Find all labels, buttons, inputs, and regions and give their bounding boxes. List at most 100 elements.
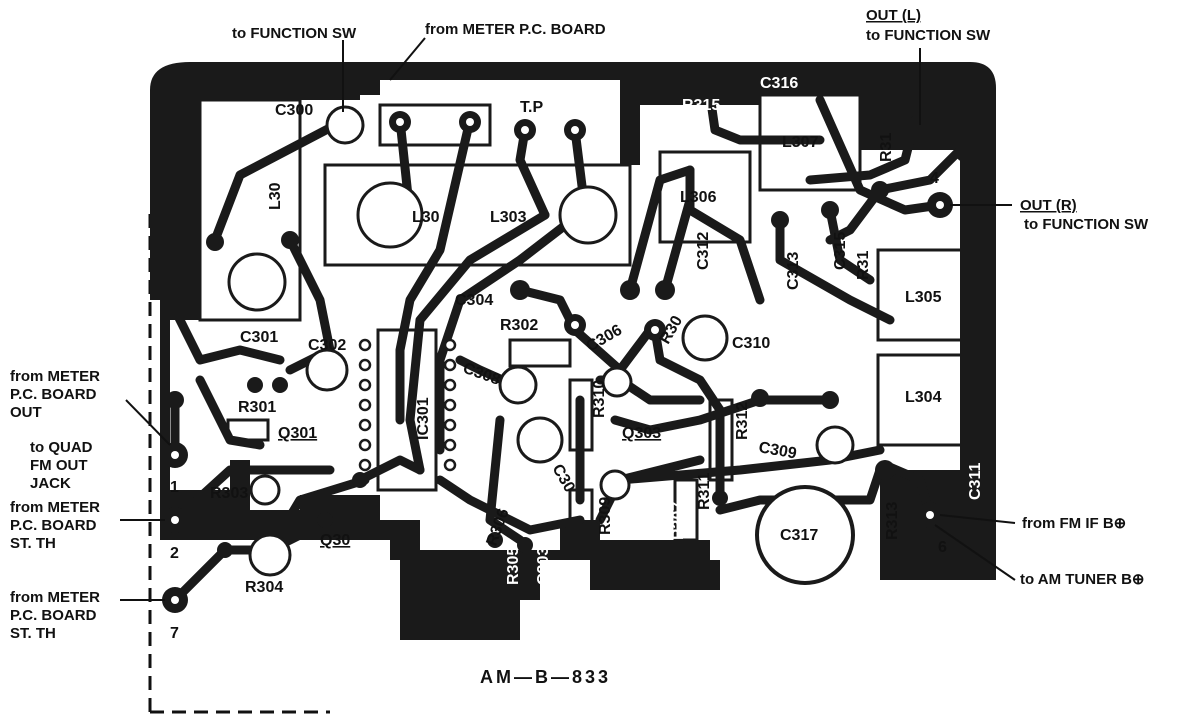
callout-st-th-7-2: P.C. BOARD (10, 607, 97, 624)
label-r313: R313 (884, 502, 901, 540)
label-c309: C309 (757, 439, 798, 462)
leader-lines (120, 37, 1016, 601)
c309 (815, 425, 855, 465)
r309-body (568, 488, 594, 557)
label-c315: C315 (832, 232, 849, 270)
label-c303: C303 (535, 547, 552, 585)
l30-left-can (198, 98, 302, 322)
c30x (516, 416, 564, 464)
label-tp: T.P (520, 99, 543, 116)
l30-core-b (356, 181, 424, 249)
r302-body (508, 338, 572, 368)
label-r310: R310 (591, 380, 608, 418)
pin-7-label: 7 (170, 625, 179, 642)
label-l307: L307 (782, 134, 819, 151)
callout-out-l-1: OUT (L) (866, 7, 921, 24)
pin-1-label: 1 (170, 479, 179, 496)
label-c311: C311 (967, 463, 984, 500)
callout-st-th-7-1: from METER (10, 589, 100, 606)
l305-can (876, 248, 970, 342)
label-c313: C313 (785, 252, 802, 290)
callout-st-th-2-3: ST. TH (10, 535, 56, 552)
ic301-pins (358, 338, 457, 472)
callout-am-tuner: to AM TUNER B⊕ (1020, 571, 1145, 588)
l304-can (876, 353, 970, 447)
top-connector (378, 103, 492, 147)
callout-meter-out-2: P.C. BOARD (10, 386, 97, 403)
component-outlines (198, 93, 970, 557)
label-r311: R311 (696, 473, 713, 510)
label-r31: R31 (878, 133, 895, 162)
label-l306: L306 (680, 189, 717, 206)
callout-quad-3: JACK (30, 475, 71, 492)
label-c301: C301 (240, 329, 278, 346)
label-r301: R301 (238, 399, 276, 416)
pin-numbers: 1 2 7 4 6 (170, 170, 947, 642)
r311-body (673, 478, 699, 542)
callout-meter-out-3: OUT (10, 404, 42, 421)
callout-fm-if: from FM IF B⊕ (1022, 515, 1126, 532)
label-q303: Q303 (622, 425, 661, 442)
label-r31b: R31 (855, 251, 872, 280)
pin-holes (171, 118, 944, 604)
callout-out-r-1: OUT (R) (1020, 197, 1077, 214)
label-c312: C312 (695, 232, 712, 270)
r310-body (568, 378, 594, 452)
pin-2-label: 2 (170, 545, 179, 562)
c300 (325, 105, 365, 145)
label-l30-mid: L30 (412, 209, 440, 226)
label-l305: L305 (905, 289, 942, 306)
label-c302: C302 (308, 337, 346, 354)
label-q301: Q301 (278, 425, 317, 442)
r312-body (708, 398, 734, 482)
callout-st-th-7-3: ST. TH (10, 625, 56, 642)
r303 (249, 474, 281, 506)
label-c304: C304 (455, 292, 493, 309)
label-c300: C300 (275, 102, 313, 119)
callout-to-function-sw-top: to FUNCTION SW (232, 25, 357, 42)
label-c310: C310 (732, 335, 770, 352)
l303-core (558, 185, 618, 245)
pin-4-label: 4 (930, 170, 939, 187)
l306-can (658, 150, 752, 244)
l30-l303-transformer (323, 163, 632, 267)
label-r307: R307 (670, 502, 687, 540)
label-r312: R312 (734, 402, 751, 440)
callout-st-th-2-1: from METER (10, 499, 100, 516)
label-r304: R304 (245, 579, 283, 596)
callout-quad-1: to QUAD (30, 439, 93, 456)
c308 (498, 365, 538, 405)
round-components (227, 105, 855, 585)
label-ic301: IC301 (415, 397, 432, 440)
label-c317: C317 (780, 527, 818, 544)
callout-from-meter-top: from METER P.C. BOARD (425, 21, 606, 38)
callout-st-th-2-2: P.C. BOARD (10, 517, 97, 534)
q303 (601, 366, 633, 398)
c302 (305, 348, 349, 392)
label-r309: R309 (597, 497, 614, 535)
q302 (599, 469, 631, 501)
label-l30-left: L30 (267, 182, 284, 210)
callouts: to FUNCTION SW from METER P.C. BOARD OUT… (10, 7, 1149, 642)
label-r302: R302 (500, 317, 538, 334)
label-c316: C316 (760, 75, 798, 92)
r301-body (226, 418, 270, 442)
label-q302b: Q302 (624, 496, 641, 535)
callout-out-r-2: to FUNCTION SW (1024, 216, 1149, 233)
label-l304: L304 (905, 389, 942, 406)
ic301-body (376, 328, 438, 492)
label-r305: R305 (505, 547, 522, 585)
l30-core (227, 252, 287, 312)
label-r315: R315 (682, 97, 720, 114)
label-r303: R303 (210, 485, 248, 502)
callout-quad-2: FM OUT (30, 457, 88, 474)
callout-out-l-2: to FUNCTION SW (866, 27, 991, 44)
r304 (248, 533, 292, 577)
label-q302-left: Q30 (320, 532, 350, 549)
c317 (755, 485, 855, 585)
board-code: AM—B—833 (480, 667, 611, 687)
c310 (681, 314, 729, 362)
pin-6-label: 6 (938, 539, 947, 556)
label-l303: L303 (490, 209, 527, 226)
